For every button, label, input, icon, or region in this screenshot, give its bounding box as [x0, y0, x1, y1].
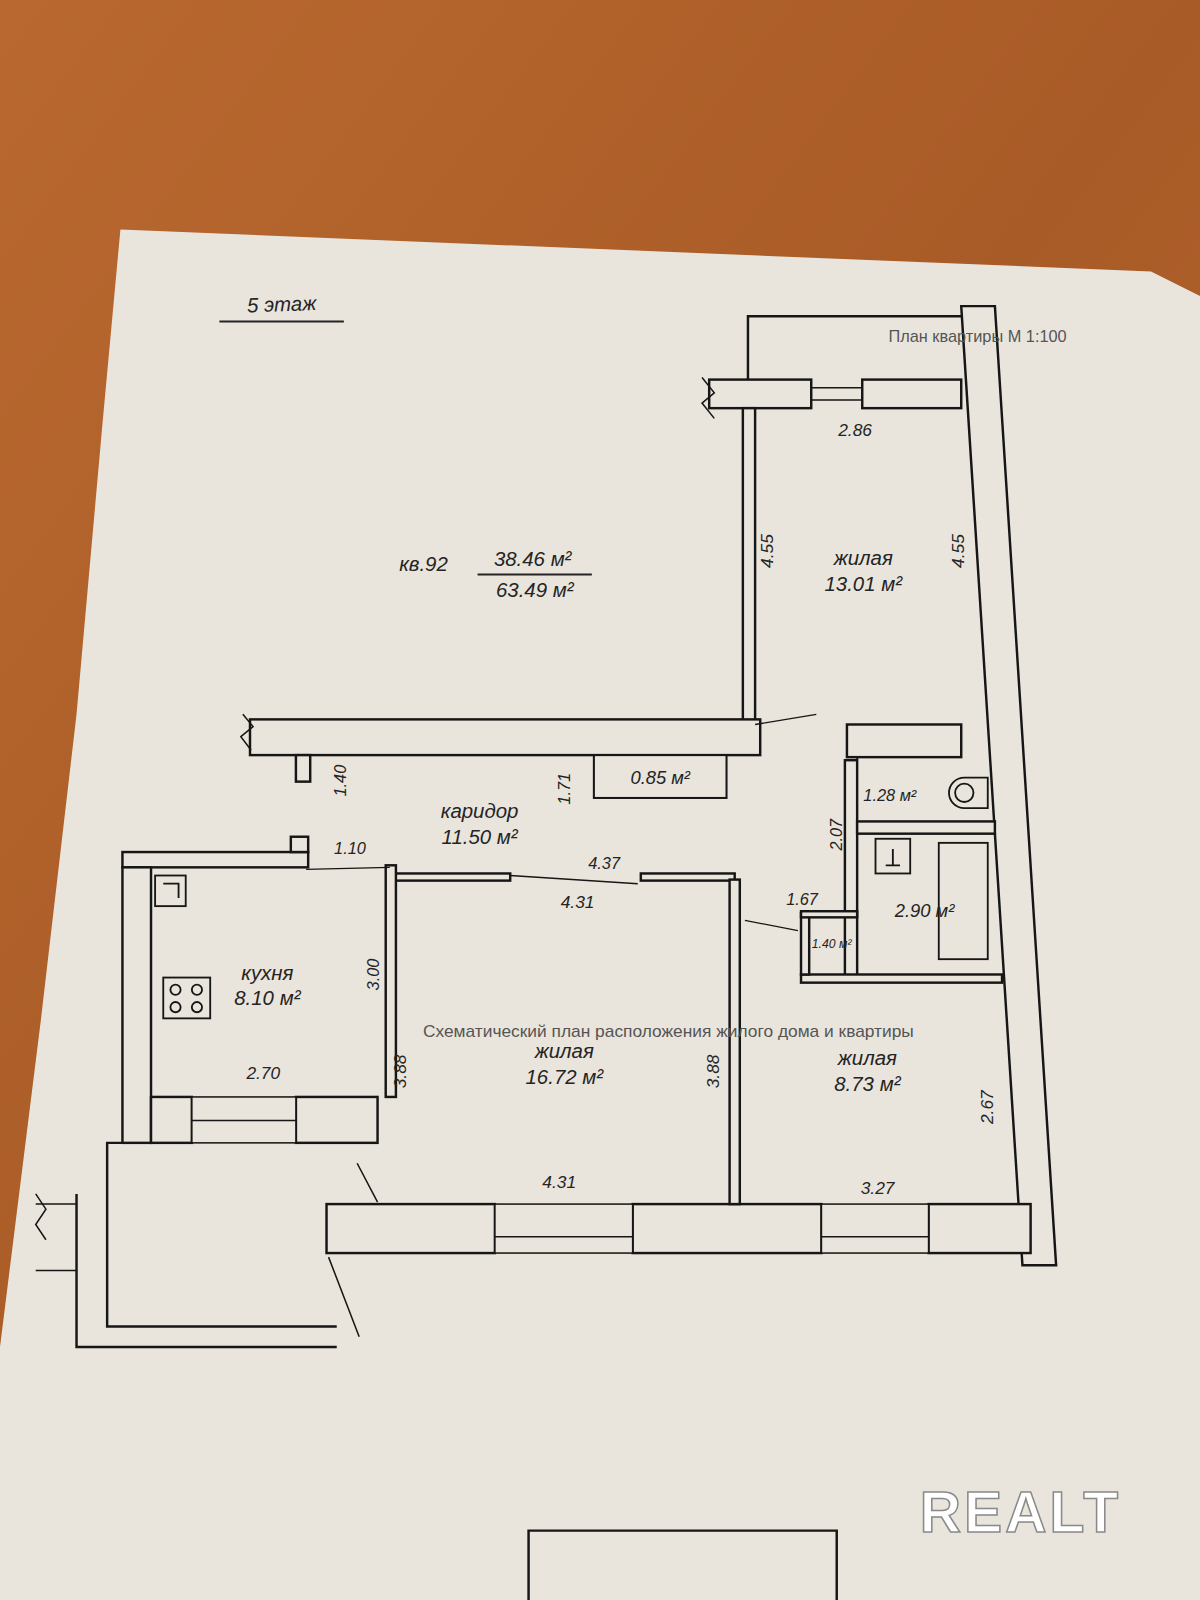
dimension: 1.40 — [332, 765, 350, 797]
room-label: кухня8.10 м² — [230, 958, 304, 1013]
room-name: каридор — [441, 799, 519, 825]
room-label: жилая8.73 м² — [830, 1044, 904, 1099]
watermark: REALT — [920, 1481, 1122, 1544]
dimension: 38.46 м² — [494, 548, 572, 570]
fixtures — [155, 757, 988, 1018]
walls — [36, 306, 1056, 1600]
room-area: 1.28 м² — [863, 786, 916, 806]
dimension: 5 этаж — [247, 292, 317, 317]
room-name: жилая — [838, 1046, 897, 1072]
printed-note: План квартиры М 1:100 — [888, 328, 1066, 346]
room-label: жилая13.01 м² — [820, 544, 906, 599]
room-label: 1.40 м² — [808, 934, 856, 953]
dimension: 1.67 — [786, 891, 818, 909]
dimension: 3.27 — [861, 1179, 895, 1198]
room-name: жилая — [535, 1039, 594, 1065]
room-label: 2.90 м² — [891, 898, 959, 925]
dimension: 3.00 — [364, 959, 382, 991]
dimension: 2.86 — [838, 422, 872, 441]
underline — [219, 320, 343, 322]
room-area: 13.01 м² — [824, 571, 902, 597]
dimension: 1.10 — [334, 840, 366, 858]
room-name: жилая — [834, 546, 893, 572]
room-area: 8.73 м² — [834, 1071, 900, 1097]
room-area: 8.10 м² — [234, 986, 300, 1012]
dimension: 63.49 м² — [496, 579, 574, 601]
dimension: 2.67 — [978, 1090, 997, 1124]
fraction-line — [478, 573, 592, 575]
dimension: кв.92 — [399, 553, 448, 575]
room-name: кухня — [241, 960, 293, 986]
dimension: 4.55 — [950, 534, 969, 568]
room-label: жилая16.72 м² — [521, 1037, 607, 1092]
room-area: 2.90 м² — [895, 900, 955, 923]
room-area: 1.40 м² — [812, 936, 852, 951]
paper — [0, 230, 1200, 1600]
room-label: каридор11.50 м² — [437, 797, 523, 852]
room-label: 1.28 м² — [859, 784, 920, 808]
dimension: 1.71 — [555, 773, 573, 805]
dimension: 2.70 — [246, 1065, 280, 1084]
room-label: 0.85 м² — [626, 764, 694, 791]
dimension: 4.55 — [759, 534, 778, 568]
room-area: 16.72 м² — [526, 1064, 604, 1090]
dimension: 3.88 — [391, 1055, 410, 1089]
room-area: 0.85 м² — [630, 766, 690, 789]
printed-note: Схематический план расположения жилого д… — [423, 1023, 914, 1042]
dimension: 3.88 — [705, 1055, 724, 1089]
dimension: 2.07 — [828, 819, 846, 851]
dimension: 4.37 — [588, 854, 620, 872]
room-area: 11.50 м² — [442, 824, 518, 850]
dimension: 4.31 — [542, 1174, 576, 1193]
dimension: 4.31 — [561, 894, 595, 913]
